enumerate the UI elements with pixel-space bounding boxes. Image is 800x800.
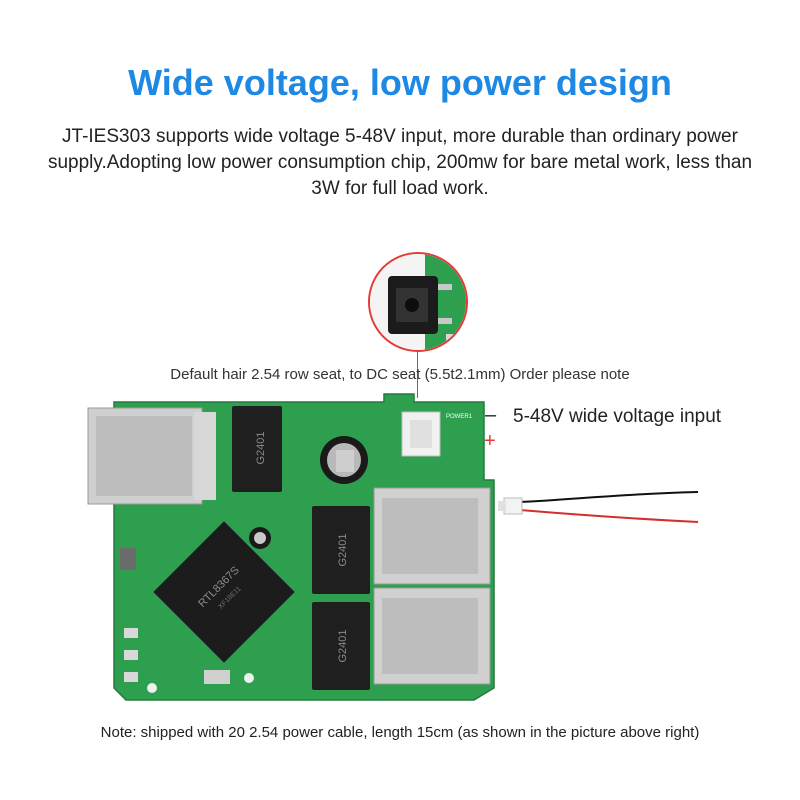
transformer-3-label: G2401 xyxy=(337,629,349,662)
power-cable-image xyxy=(498,491,699,523)
transformer-2-label: G2401 xyxy=(337,533,349,566)
dc-jack-image xyxy=(370,254,466,350)
footer-note: Note: shipped with 20 2.54 power cable, … xyxy=(100,724,700,741)
page-title: Wide voltage, low power design xyxy=(128,62,672,103)
transformer-1-label: G2401 xyxy=(255,431,267,464)
dc-seat-note: Default hair 2.54 row seat, to DC seat (… xyxy=(170,366,630,383)
plus-sign: + xyxy=(484,430,496,452)
voltage-input-label: 5-48V wide voltage input xyxy=(513,406,722,427)
inset-leader-line xyxy=(417,352,418,398)
power-silkscreen-label: POWER1 xyxy=(446,414,473,420)
dc-jack-inset xyxy=(368,252,468,352)
product-description: JT-IES303 supports wide voltage 5-48V in… xyxy=(47,126,753,199)
pcb-board-image: G2401 POWER1 G2401 G2401 RTL8367S XF18E1… xyxy=(87,393,495,701)
minus-sign: – xyxy=(485,404,497,426)
